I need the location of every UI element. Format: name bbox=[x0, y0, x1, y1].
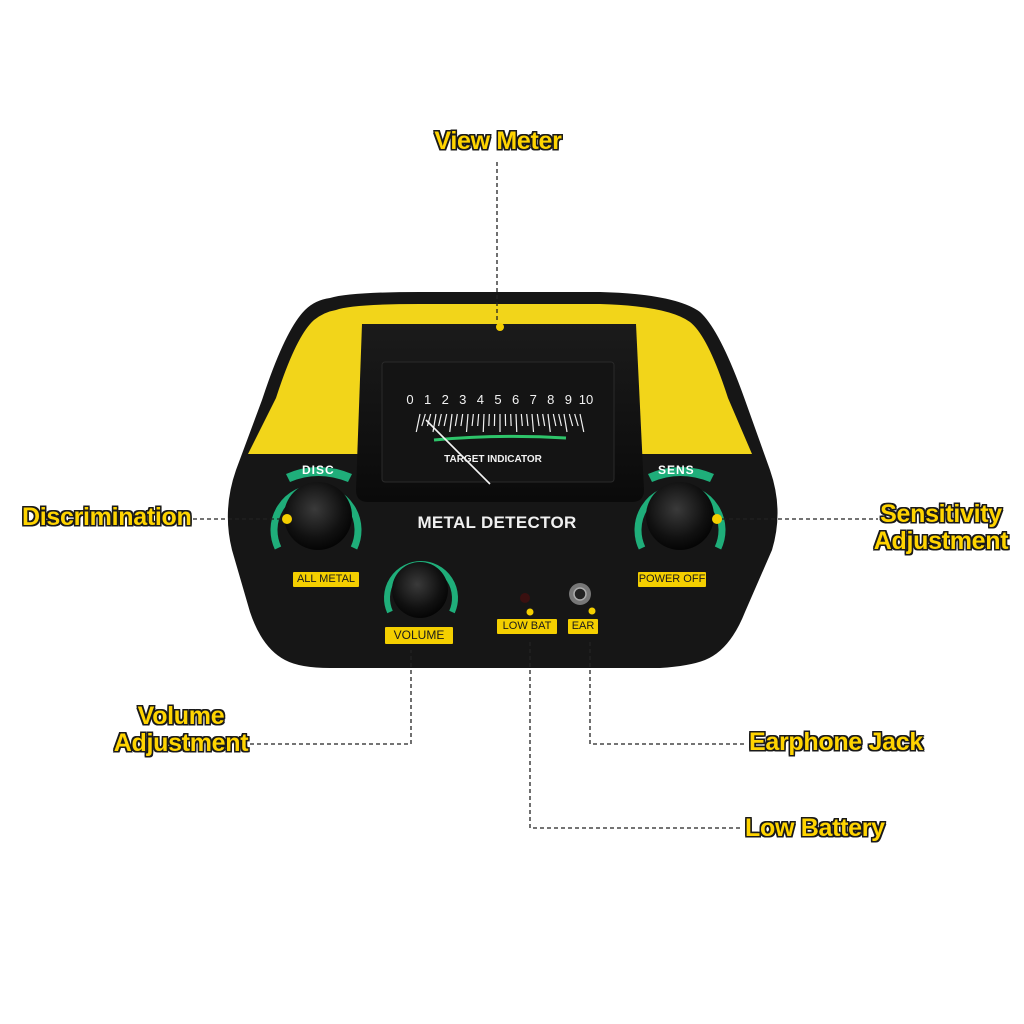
callout-earphone-jack: Earphone Jack bbox=[749, 729, 923, 756]
meter-scale-ticks bbox=[415, 413, 585, 433]
callout-low-battery: Low Battery bbox=[745, 815, 885, 842]
meter-scale-tick bbox=[432, 413, 437, 433]
meter-scale-tick bbox=[460, 413, 464, 427]
meter-scale-tick bbox=[542, 413, 546, 427]
disc-label: DISC bbox=[302, 463, 335, 477]
callout-discrimination: Discrimination bbox=[22, 503, 192, 531]
meter-scale-number: 10 bbox=[579, 392, 593, 407]
meter-scale-tick bbox=[515, 413, 518, 433]
low-bat-tag: LOW BAT bbox=[497, 619, 557, 634]
view-meter-marker bbox=[496, 323, 504, 331]
leader-low-battery bbox=[529, 640, 740, 829]
sens-knob-indicator bbox=[712, 514, 722, 524]
callout-sensitivity-line1: Sensitivity bbox=[880, 500, 1002, 528]
meter-scale-tick bbox=[454, 413, 458, 427]
meter-scale-tick bbox=[471, 413, 474, 427]
low-battery-led bbox=[520, 593, 530, 603]
callout-earphone-jack-text: Earphone Jack bbox=[749, 728, 923, 756]
meter-scale-tick bbox=[568, 413, 574, 427]
volume-tag: VOLUME bbox=[385, 627, 453, 644]
callout-view-meter-text: View Meter bbox=[434, 127, 562, 155]
leader-earphone bbox=[589, 640, 744, 745]
disc-arc-label-bg bbox=[286, 467, 352, 482]
leader-lines bbox=[193, 162, 878, 829]
all-metal-tag: ALL METAL bbox=[293, 572, 359, 587]
meter-scale-tick bbox=[465, 413, 469, 433]
meter-scale-tick bbox=[488, 413, 490, 427]
sens-arc-label-bg bbox=[648, 467, 714, 482]
meter-target-indicator-label: TARGET INDICATOR bbox=[444, 454, 542, 465]
sens-label: SENS bbox=[658, 463, 695, 477]
meter-scale-tick bbox=[536, 413, 540, 427]
volume-knob[interactable] bbox=[392, 562, 448, 618]
meter-scale-tick bbox=[415, 413, 421, 433]
meter-scale-tick bbox=[421, 413, 426, 427]
callout-volume-line2: Adjustment bbox=[113, 729, 249, 757]
meter-scale-tick bbox=[552, 413, 557, 427]
meter-scale-tick bbox=[526, 413, 529, 427]
meter-scale-tick bbox=[520, 413, 523, 427]
meter-scale-tick bbox=[563, 413, 568, 433]
meter-scale-tick bbox=[547, 413, 551, 433]
meter-scale-number: 2 bbox=[442, 392, 449, 407]
panel-title: METAL DETECTOR bbox=[417, 513, 577, 532]
callout-volume-line1: Volume bbox=[137, 702, 225, 730]
earphone-jack-marker bbox=[588, 607, 596, 615]
meter-scale-tick bbox=[443, 413, 448, 427]
disc-knob-indicator bbox=[282, 514, 292, 524]
meter-scale-tick bbox=[449, 413, 453, 433]
meter-scale-number: 4 bbox=[477, 392, 484, 407]
earphone-jack[interactable] bbox=[573, 587, 587, 601]
callout-discrimination-text: Discrimination bbox=[22, 503, 192, 531]
meter-scale-tick bbox=[558, 413, 563, 427]
meter-scale-tick bbox=[437, 413, 442, 427]
meter-scale-tick bbox=[426, 413, 432, 427]
meter-scale-tick bbox=[477, 413, 480, 427]
meter-scale-number: 1 bbox=[424, 392, 431, 407]
meter-scale-tick bbox=[579, 413, 585, 433]
callout-sensitivity: Sensitivity Adjustment bbox=[866, 501, 1016, 555]
low-battery-led-marker bbox=[526, 608, 534, 616]
disc-knob[interactable] bbox=[284, 482, 352, 550]
leader-volume bbox=[250, 650, 412, 745]
meter-scale-number: 3 bbox=[459, 392, 466, 407]
meter-scale-tick bbox=[574, 413, 579, 427]
callout-view-meter: View Meter bbox=[400, 128, 596, 155]
meter-scale-tick bbox=[482, 413, 485, 433]
meter-scale-tick bbox=[531, 413, 535, 433]
meter-scale-number: 0 bbox=[406, 392, 413, 407]
meter-scale-number: 6 bbox=[512, 392, 519, 407]
callout-volume: Volume Adjustment bbox=[108, 703, 254, 757]
meter-scale-tick bbox=[510, 413, 512, 427]
meter-scale-number: 5 bbox=[494, 392, 501, 407]
meter-scale-number: 9 bbox=[565, 392, 572, 407]
power-off-tag: POWER OFF bbox=[638, 572, 706, 587]
meter-scale-number: 7 bbox=[530, 392, 537, 407]
meter-green-arc bbox=[433, 434, 567, 442]
callout-sensitivity-line2: Adjustment bbox=[873, 527, 1009, 555]
sens-knob[interactable] bbox=[646, 482, 714, 550]
meter-scale-number: 8 bbox=[547, 392, 554, 407]
meter-face bbox=[381, 361, 615, 483]
ear-tag: EAR bbox=[568, 619, 598, 634]
meter-needle bbox=[425, 419, 491, 485]
callout-low-battery-text: Low Battery bbox=[745, 814, 885, 842]
